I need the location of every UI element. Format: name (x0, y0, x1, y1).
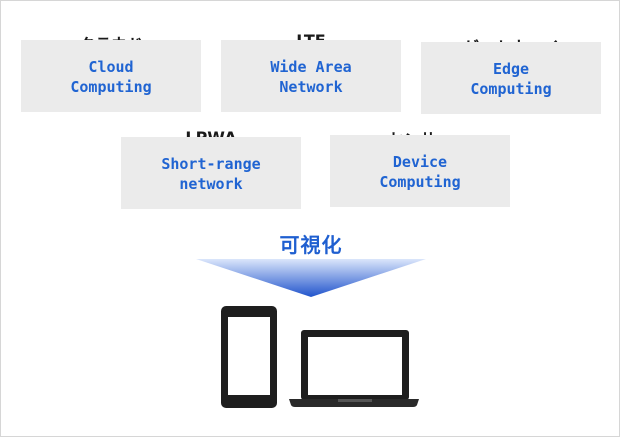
lte-tile: Wide Area Network (221, 40, 401, 112)
lpwa-label-en-line1: Short-range (161, 155, 261, 173)
cloud-label-en-line2: Computing (70, 78, 152, 96)
cloud-label-en-line1: Cloud (88, 58, 134, 76)
gateway-label-en-line1: Edge (492, 60, 530, 78)
visualize-label: 可視化 (279, 233, 343, 257)
sensor-label-en-line1: Device (392, 153, 448, 171)
smartphone-icon (221, 306, 277, 408)
lte-label-en: Wide Area Network (221, 57, 401, 97)
lpwa-label-en-line2: network (179, 175, 243, 193)
sensor-tile: Device Computing (330, 135, 510, 207)
sensor-label-en-line2: Computing (379, 173, 461, 191)
lpwa-tile: Short-range network (121, 137, 301, 209)
laptop-icon (289, 330, 419, 407)
lpwa-label-en: Short-range network (121, 154, 301, 194)
cloud-tile: Cloud Computing (21, 40, 201, 112)
devices-illustration (221, 306, 419, 408)
gateway-tile: Edge Computing (421, 42, 601, 114)
lte-label-en-line1: Wide Area (270, 58, 352, 76)
sensor-label-en: Device Computing (330, 152, 510, 192)
lte-label-en-line2: Network (279, 78, 343, 96)
gateway-label-en: Edge Computing (421, 59, 601, 99)
gateway-label-en-line2: Computing (470, 80, 552, 98)
cloud-label-en: Cloud Computing (21, 57, 201, 97)
down-arrow-icon (196, 259, 426, 297)
